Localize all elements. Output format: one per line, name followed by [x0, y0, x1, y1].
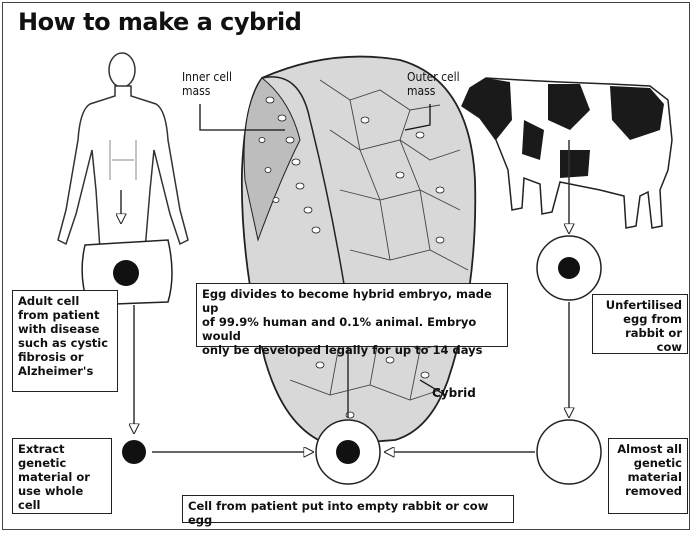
outer-cell-mass-label: Outer cell mass [407, 70, 460, 98]
extract-box: Extract genetic material or use whole ce… [12, 438, 112, 514]
human-figure-icon [58, 53, 188, 250]
cow-icon [462, 78, 672, 228]
almost-all-removed-box: Almost all genetic material removed [608, 438, 688, 514]
cybrid-label: Cybrid [432, 386, 476, 400]
unfertilised-egg-box: Unfertilised egg from rabbit or cow [592, 294, 688, 354]
cell-from-patient-box: Cell from patient put into empty rabbit … [182, 495, 514, 523]
egg-divides-box: Egg divides to become hybrid embryo, mad… [196, 283, 508, 347]
adult-cell-box: Adult cell from patient with disease suc… [12, 290, 118, 392]
empty-egg-cell [537, 420, 601, 484]
inner-cell-mass-label: Inner cell mass [182, 70, 232, 98]
hybrid-cell [316, 420, 380, 484]
genetic-material-dot [122, 440, 146, 464]
egg-cell-right [537, 236, 601, 300]
